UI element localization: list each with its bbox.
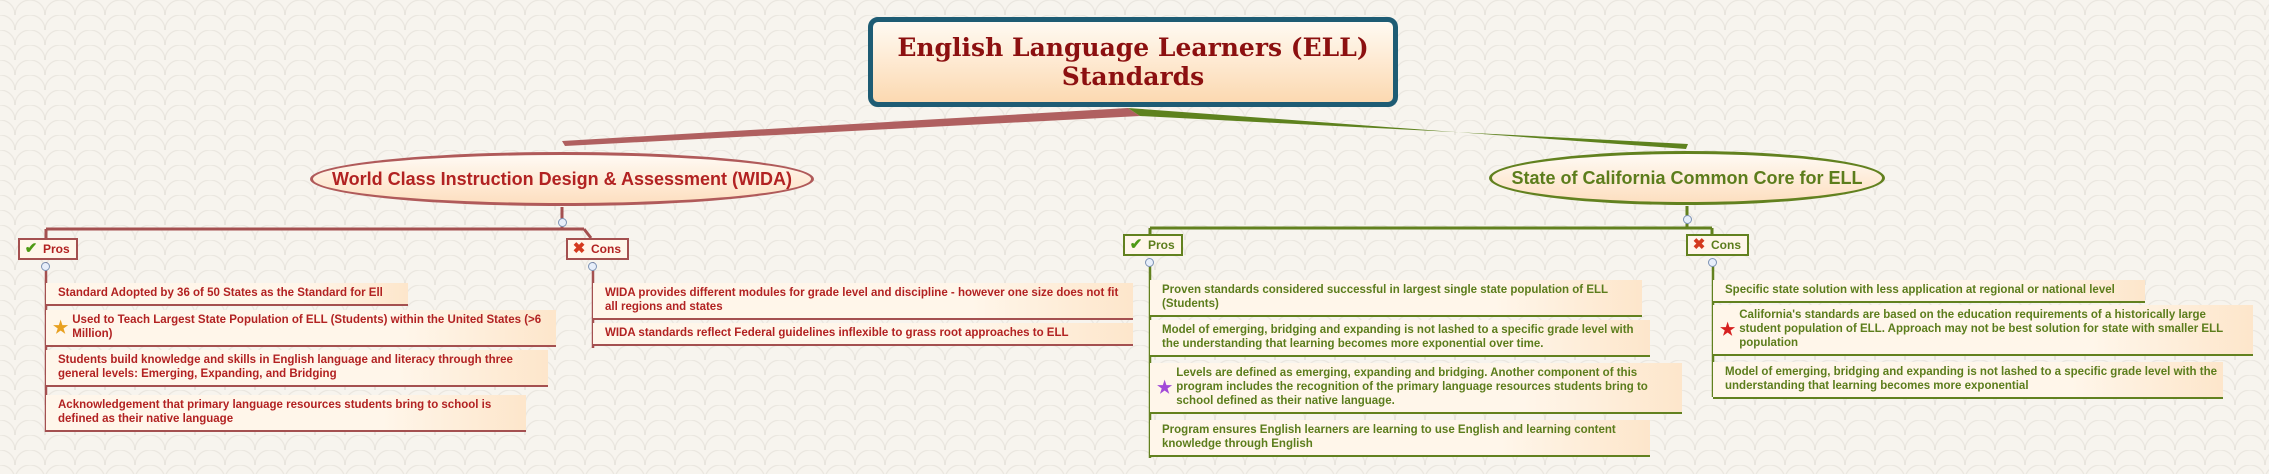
wida-pros-item[interactable]: Standard Adopted by 36 of 50 States as t… — [46, 283, 408, 306]
root-topic[interactable]: English Language Learners (ELL) Standard… — [868, 17, 1398, 107]
branch-wida-title: World Class Instruction Design & Assessm… — [331, 168, 793, 189]
connector-root-wida — [562, 108, 1140, 146]
connector-wida-subtopics — [44, 207, 593, 239]
root-title: English Language Learners (ELL) Standard… — [897, 33, 1369, 91]
cross-icon: ✖ — [1692, 236, 1706, 253]
check-icon: ✔ — [1129, 236, 1143, 253]
wida-cons-item[interactable]: WIDA standards reflect Federal guideline… — [593, 323, 1133, 346]
wida-cons-item[interactable]: WIDA provides different modules for grad… — [593, 283, 1133, 320]
california-pros-item[interactable]: ★ Levels are defined as emerging, expand… — [1150, 363, 1682, 414]
wida-pros-item[interactable]: ★ Used to Teach Largest State Population… — [46, 310, 556, 347]
cross-icon: ✖ — [572, 240, 586, 257]
california-pros-item[interactable]: Proven standards considered successful i… — [1150, 280, 1642, 317]
wida-pros-item[interactable]: Students build knowledge and skills in E… — [46, 350, 548, 387]
check-icon: ✔ — [24, 240, 38, 257]
collapse-toggle-california[interactable] — [1683, 215, 1692, 224]
wida-pros-item[interactable]: Acknowledgement that primary language re… — [46, 395, 526, 432]
wida-cons-label: Cons — [591, 242, 621, 256]
wida-pros-topic[interactable]: ✔ Pros — [18, 238, 78, 260]
wida-cons-topic[interactable]: ✖ Cons — [566, 238, 629, 260]
connector-root-california — [1128, 108, 1688, 149]
collapse-toggle-california-cons[interactable] — [1708, 258, 1717, 267]
collapse-toggle-wida-cons[interactable] — [588, 262, 597, 271]
california-cons-topic[interactable]: ✖ Cons — [1686, 234, 1749, 256]
branch-california-title: State of California Common Core for ELL — [1511, 167, 1863, 188]
star-icon: ★ — [1720, 319, 1736, 339]
california-pros-item[interactable]: Model of emerging, bridging and expandin… — [1150, 320, 1650, 357]
california-pros-topic[interactable]: ✔ Pros — [1123, 234, 1183, 256]
collapse-toggle-california-pros[interactable] — [1145, 258, 1154, 267]
star-icon: ★ — [1157, 377, 1173, 397]
branch-wida[interactable]: World Class Instruction Design & Assessm… — [310, 152, 814, 206]
collapse-toggle-wida-pros[interactable] — [41, 262, 50, 271]
connector-california-subtopics — [1148, 206, 1714, 234]
branch-california[interactable]: State of California Common Core for ELL — [1489, 151, 1885, 205]
wida-pros-label: Pros — [43, 242, 70, 256]
california-pros-item[interactable]: Program ensures English learners are lea… — [1150, 420, 1650, 457]
california-cons-item[interactable]: ★ California's standards are based on th… — [1713, 305, 2253, 356]
california-cons-item[interactable]: Specific state solution with less applic… — [1713, 280, 2145, 303]
california-cons-label: Cons — [1711, 238, 1741, 252]
california-cons-item[interactable]: Model of emerging, bridging and expandin… — [1713, 362, 2223, 399]
collapse-toggle-wida[interactable] — [558, 218, 567, 227]
california-pros-label: Pros — [1148, 238, 1175, 252]
star-icon: ★ — [53, 317, 69, 337]
